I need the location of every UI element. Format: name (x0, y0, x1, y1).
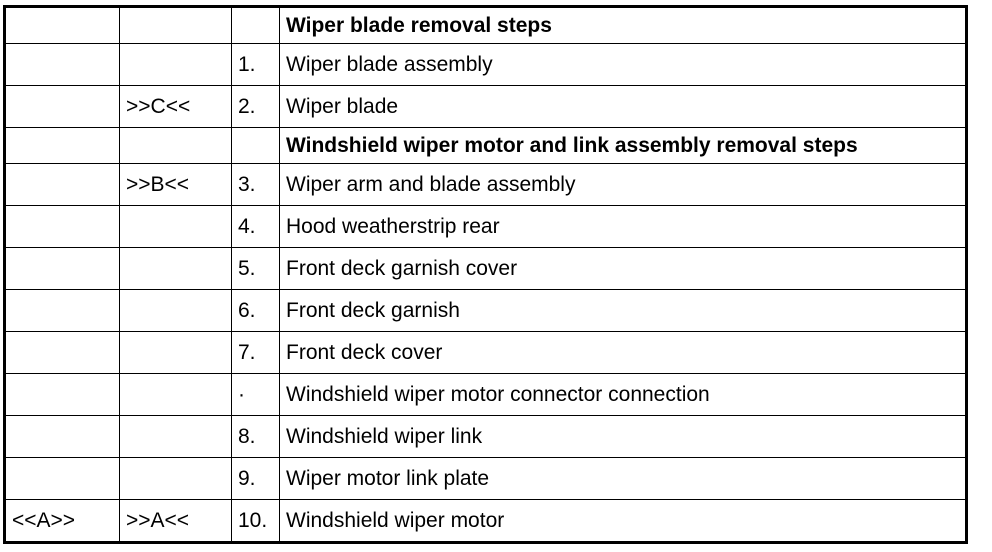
step-number-cell: 8. (231, 415, 280, 458)
step-number-cell (231, 6, 280, 44)
installation-note-cell (4, 457, 120, 500)
removal-note-cell (119, 205, 232, 248)
installation-note-cell (4, 205, 120, 248)
step-description-cell: Windshield wiper motor (279, 499, 967, 543)
table-row: 8. Windshield wiper link (4, 415, 967, 458)
removal-note-cell (119, 43, 232, 86)
table-row: 9. Wiper motor link plate (4, 457, 967, 500)
table-row: <<A>> >>A<< 10. Windshield wiper motor (4, 499, 967, 543)
step-number-cell: 3. (231, 163, 280, 206)
removal-note-cell: >>C<< (119, 85, 232, 128)
installation-note-cell (4, 6, 120, 44)
section-title: Wiper blade removal steps (279, 6, 967, 44)
table-row: 1. Wiper blade assembly (4, 43, 967, 86)
step-description-cell: Wiper arm and blade assembly (279, 163, 967, 206)
step-description-cell: Windshield wiper motor connector connect… (279, 373, 967, 416)
step-description-cell: Hood weatherstrip rear (279, 205, 967, 248)
table-row: 6. Front deck garnish (4, 289, 967, 332)
removal-note-cell: >>B<< (119, 163, 232, 206)
installation-note-cell (4, 373, 120, 416)
section-header-row: Windshield wiper motor and link assembly… (4, 127, 967, 164)
table-row: 5. Front deck garnish cover (4, 247, 967, 290)
step-description-cell: Wiper blade assembly (279, 43, 967, 86)
removal-note-cell (119, 373, 232, 416)
installation-note-cell (4, 289, 120, 332)
removal-steps-table: Wiper blade removal steps 1. Wiper blade… (3, 5, 968, 544)
section-title: Windshield wiper motor and link assembly… (279, 127, 967, 164)
step-number-cell: 7. (231, 331, 280, 374)
step-number-cell: 4. (231, 205, 280, 248)
installation-note-cell (4, 331, 120, 374)
table-row: 7. Front deck cover (4, 331, 967, 374)
installation-note-cell (4, 43, 120, 86)
installation-note-cell (4, 415, 120, 458)
table-row: >>B<< 3. Wiper arm and blade assembly (4, 163, 967, 206)
installation-note-cell (4, 163, 120, 206)
step-number-cell: 2. (231, 85, 280, 128)
step-number-cell: 6. (231, 289, 280, 332)
step-number-cell: 9. (231, 457, 280, 500)
removal-note-cell: >>A<< (119, 499, 232, 543)
step-description-cell: Front deck garnish (279, 289, 967, 332)
removal-note-cell (119, 331, 232, 374)
installation-note-cell (4, 247, 120, 290)
step-number-cell: 1. (231, 43, 280, 86)
installation-note-cell (4, 85, 120, 128)
table-row: 4. Hood weatherstrip rear (4, 205, 967, 248)
section-header-row: Wiper blade removal steps (4, 6, 967, 44)
installation-note-cell (4, 127, 120, 164)
removal-note-cell (119, 415, 232, 458)
step-number-cell: 5. (231, 247, 280, 290)
step-description-cell: Front deck garnish cover (279, 247, 967, 290)
step-description-cell: Windshield wiper link (279, 415, 967, 458)
table-row: · Windshield wiper motor connector conne… (4, 373, 967, 416)
step-number-cell: 10. (231, 499, 280, 543)
step-description-cell: Wiper blade (279, 85, 967, 128)
table-row: >>C<< 2. Wiper blade (4, 85, 967, 128)
removal-note-cell (119, 6, 232, 44)
step-number-cell (231, 127, 280, 164)
step-bullet-cell: · (231, 373, 280, 416)
removal-note-cell (119, 247, 232, 290)
step-description-cell: Wiper motor link plate (279, 457, 967, 500)
removal-note-cell (119, 127, 232, 164)
removal-note-cell (119, 289, 232, 332)
removal-note-cell (119, 457, 232, 500)
step-description-cell: Front deck cover (279, 331, 967, 374)
installation-note-cell: <<A>> (4, 499, 120, 543)
